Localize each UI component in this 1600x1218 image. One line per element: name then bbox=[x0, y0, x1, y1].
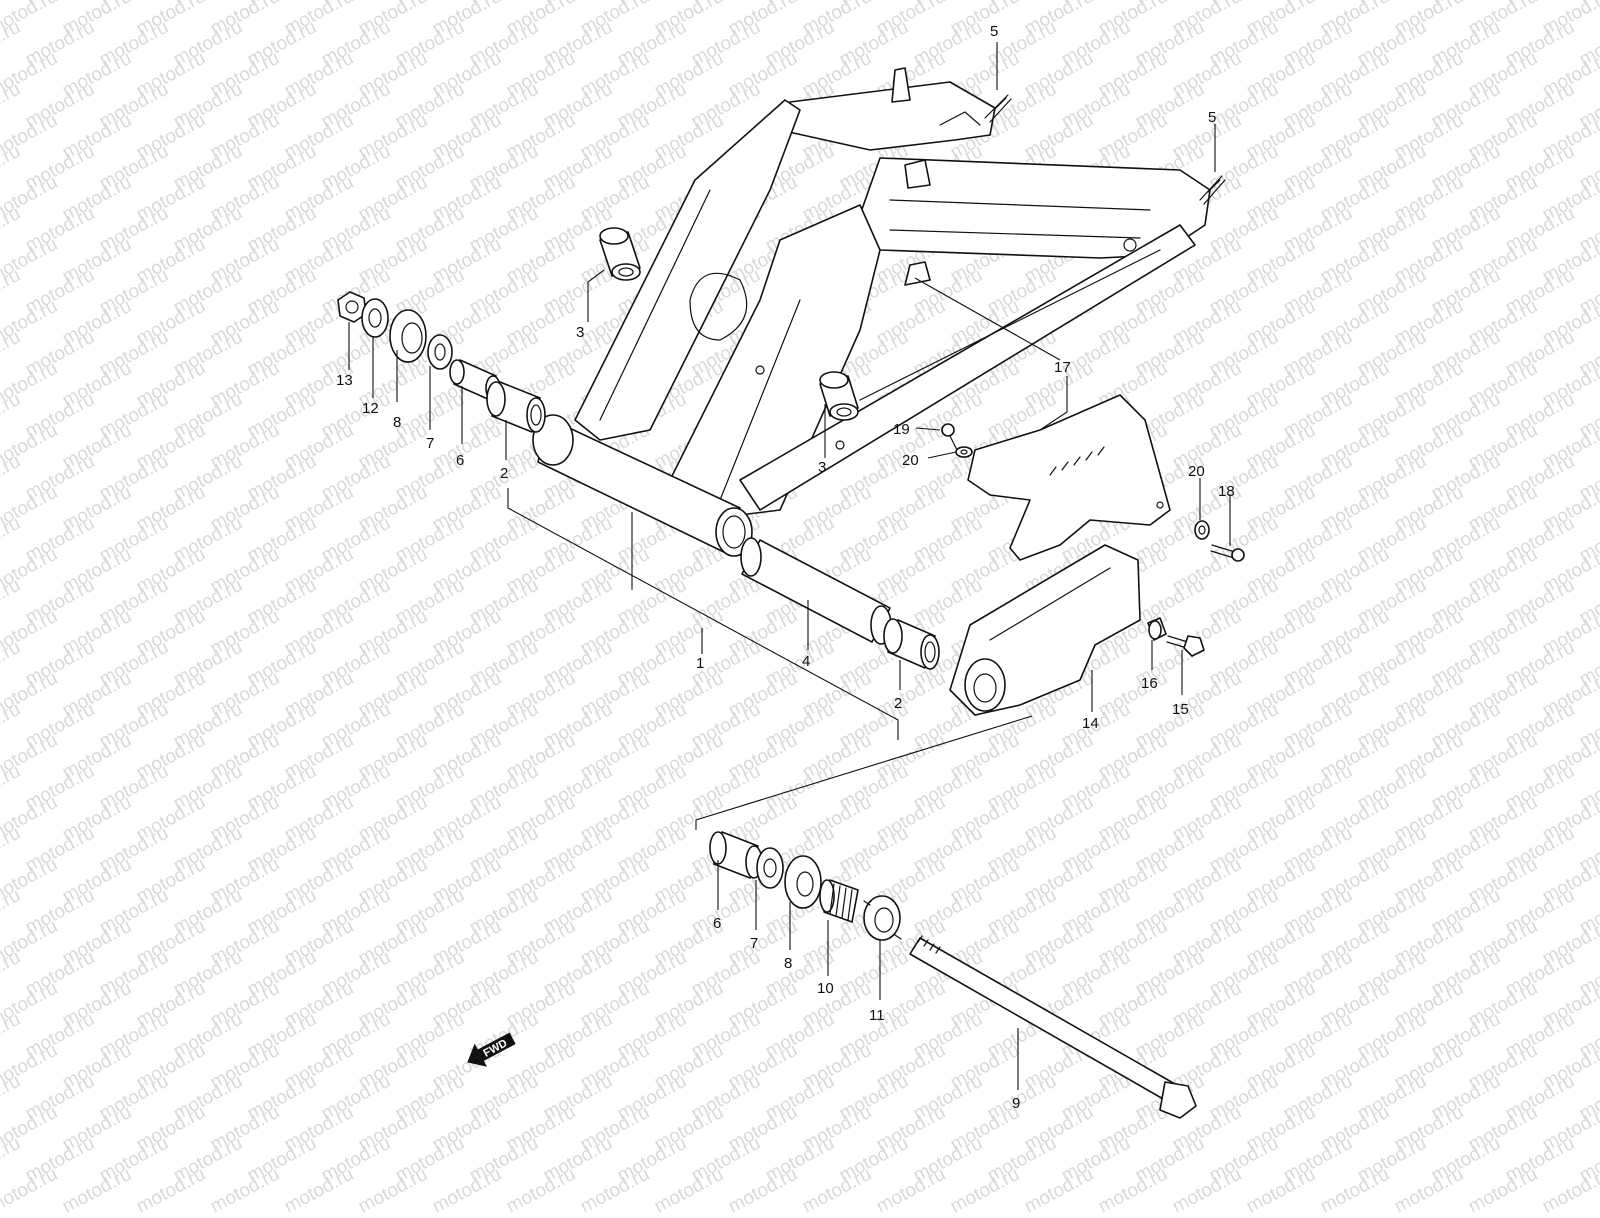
callout-1: 1 bbox=[696, 655, 704, 672]
screw-19 bbox=[941, 423, 959, 453]
callout-10: 10 bbox=[817, 980, 834, 997]
callout-8a: 8 bbox=[393, 414, 401, 431]
washer-7-lower bbox=[756, 847, 784, 889]
callout-11: 11 bbox=[869, 1007, 885, 1024]
tube-4 bbox=[740, 537, 892, 645]
callout-17: 17 bbox=[1054, 359, 1071, 376]
callout-8b: 8 bbox=[784, 955, 792, 972]
washer-20-right bbox=[1194, 520, 1210, 540]
washer-12 bbox=[361, 298, 389, 338]
fwd-label: FWD bbox=[482, 1037, 510, 1059]
callout-9: 9 bbox=[1012, 1095, 1020, 1112]
callout-2a: 2 bbox=[500, 465, 508, 482]
callout-5b: 5 bbox=[1208, 109, 1216, 126]
fwd-arrow-icon: FWD bbox=[467, 1032, 516, 1067]
washer-20-left bbox=[955, 446, 973, 458]
spacer-6-lower bbox=[709, 831, 763, 879]
lock-nut-11 bbox=[863, 895, 902, 941]
bushing-3-upper bbox=[599, 227, 641, 281]
seal-8-left bbox=[389, 309, 427, 363]
callout-13: 13 bbox=[336, 372, 353, 389]
callout-20b: 20 bbox=[1188, 463, 1205, 480]
chain-cover-17 bbox=[967, 394, 1171, 561]
bolt-5-upper bbox=[984, 94, 1012, 123]
pivot-shaft-9 bbox=[909, 935, 1197, 1119]
callout-5a: 5 bbox=[990, 23, 998, 40]
callout-7b: 7 bbox=[750, 935, 758, 952]
callout-7a: 7 bbox=[426, 435, 434, 452]
chain-guide-14 bbox=[949, 544, 1141, 716]
callout-18: 18 bbox=[1218, 483, 1235, 500]
callout-4: 4 bbox=[802, 653, 810, 670]
callout-14: 14 bbox=[1082, 715, 1099, 732]
bearing-2-left bbox=[486, 381, 546, 433]
callout-3a: 3 bbox=[576, 324, 584, 341]
bolt-5-lower bbox=[1199, 175, 1226, 205]
callout-20a: 20 bbox=[902, 452, 919, 469]
callout-6b: 6 bbox=[713, 915, 721, 932]
adjuster-10 bbox=[819, 879, 859, 923]
callout-15: 15 bbox=[1172, 701, 1189, 718]
washer-7-left bbox=[427, 334, 453, 370]
bolt-15 bbox=[1166, 635, 1205, 657]
spacer-16 bbox=[1147, 617, 1167, 641]
callout-16: 16 bbox=[1141, 675, 1158, 692]
callout-3b: 3 bbox=[818, 459, 826, 476]
bushing-3-lower bbox=[819, 371, 859, 421]
callout-12: 12 bbox=[362, 400, 379, 417]
callout-labels: 5 5 3 13 12 8 7 6 2 17 19 20 3 20 18 1 4… bbox=[336, 23, 1235, 1112]
seal-8-lower bbox=[784, 855, 822, 909]
callout-2b: 2 bbox=[894, 695, 902, 712]
callout-6a: 6 bbox=[456, 452, 464, 469]
assembly-bracket-lines bbox=[507, 277, 1061, 830]
leader-lines bbox=[348, 42, 1231, 1090]
callout-19: 19 bbox=[893, 421, 910, 438]
bearing-2-right bbox=[883, 618, 940, 670]
bolt-18 bbox=[1210, 544, 1245, 562]
